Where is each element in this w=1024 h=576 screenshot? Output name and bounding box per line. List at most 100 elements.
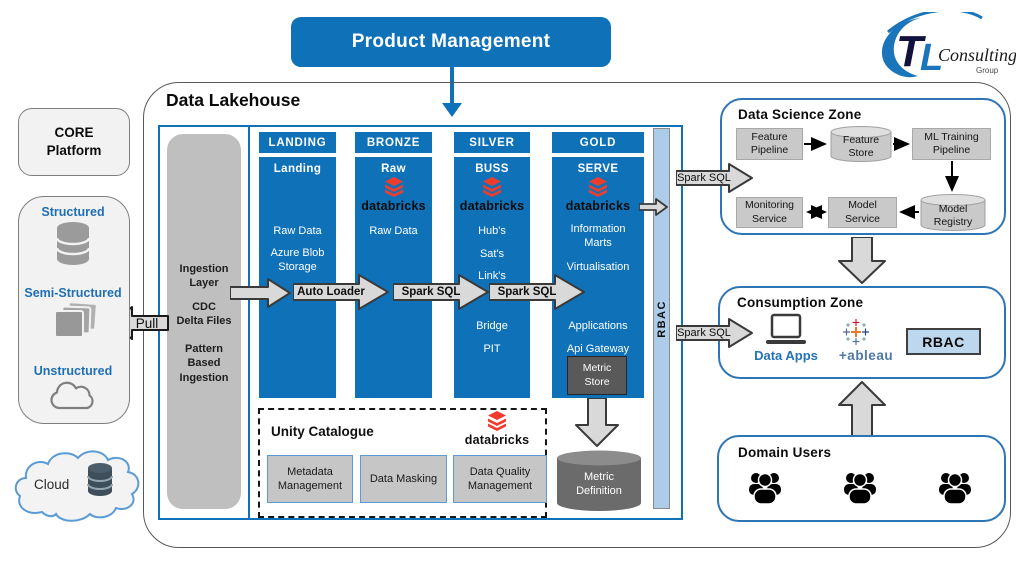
user-group-icon: [746, 467, 784, 514]
tableau-wordmark: +ableau: [838, 348, 894, 363]
cdc-delta-files-label: CDC Delta Files: [176, 301, 232, 328]
rbac-bar-label: RBAC: [655, 299, 668, 338]
banner-arrow-shaft: [450, 67, 454, 104]
bronze-header: BRONZE: [355, 132, 432, 153]
model-registry-label: Model Registry: [933, 203, 973, 229]
data-lakehouse-title: Data Lakehouse: [166, 90, 301, 110]
cylinder-icon: [557, 450, 641, 511]
data-apps-label: Data Apps: [754, 348, 818, 363]
databricks-wordmark: databricks: [565, 199, 631, 213]
ingestion-layer-column: [167, 134, 241, 509]
databricks-icon: [488, 411, 506, 431]
spark-sql-arrow-2: Spark SQL: [489, 272, 587, 312]
svg-text:Consulting: Consulting: [938, 45, 1016, 65]
data-masking-card: Data Masking: [360, 455, 447, 503]
gold-header: GOLD: [552, 132, 644, 153]
unity-catalogue-title: Unity Catalogue: [271, 424, 374, 439]
ingestion-to-landing-arrow: [230, 276, 292, 310]
landing-item-raw-data: Raw Data: [273, 225, 322, 237]
user-group-icon: [936, 467, 974, 514]
feature-store-cylinder: Feature Store: [830, 126, 892, 163]
unstructured-label: Unstructured: [33, 364, 113, 378]
bronze-column: Raw databricks Raw Data: [355, 157, 432, 398]
monitoring-service-node: Monitoring Service: [736, 197, 803, 228]
consumption-rbac-box: RBAC: [906, 328, 981, 355]
users-to-consumption-arrow: [836, 379, 888, 437]
silver-column: BUSS databricks Hub's Sat's Link's Bridg…: [454, 157, 530, 398]
cloud-outline-icon: [46, 379, 100, 418]
databricks-icon: [483, 177, 501, 197]
gold-column: SERVE databricks Information Marts Virtu…: [552, 157, 644, 398]
tl-consulting-logo: T L Consulting Group: [868, 8, 1017, 84]
pattern-ingestion-label: Pattern Based Ingestion: [179, 343, 229, 384]
gold-item-virtualisation: Virtualisation: [566, 261, 630, 273]
metric-store-down-arrow: [574, 398, 620, 448]
landing-column: Landing Raw Data Azure Blob Storage: [259, 157, 336, 398]
svg-text:T: T: [896, 27, 926, 76]
spark-sql-to-consumption-arrow: Spark SQL: [676, 316, 754, 350]
metric-store-box: Metric Store: [567, 356, 627, 395]
banner-label: Product Management: [351, 31, 551, 52]
gold-to-rbac-arrow: [639, 197, 669, 217]
spark-sql-to-ds-arrow: Spark SQL: [676, 161, 754, 195]
domain-users-title: Domain Users: [738, 445, 832, 460]
auto-loader-arrow: Auto Loader: [293, 272, 391, 312]
silver-item-pit: PIT: [483, 343, 501, 355]
database-icon: [54, 221, 92, 272]
metadata-management-card: Metadata Management: [267, 455, 353, 503]
svg-text:Group: Group: [976, 66, 999, 75]
ingestion-layer-label: Ingestion Layer: [179, 263, 229, 290]
banner-arrow-head: [442, 103, 462, 117]
svg-text:L: L: [920, 37, 943, 79]
data-science-zone: Data Science Zone Feature Pipeline Featu…: [720, 98, 1006, 235]
user-group-icon: [841, 467, 879, 514]
databricks-wordmark: databricks: [464, 433, 530, 447]
feature-store-label: Feature Store: [842, 134, 880, 160]
silver-item-links: Link's: [478, 270, 506, 282]
landing-item-azure-blob: Azure Blob Storage: [270, 247, 325, 273]
model-registry-cylinder: Model Registry: [920, 194, 986, 232]
gold-zone-label: SERVE: [577, 163, 619, 175]
gold-item-information-marts: Information Marts: [570, 223, 626, 249]
spark-sql-arrow-1: Spark SQL: [393, 272, 491, 312]
silver-item-sats: Sat's: [479, 248, 505, 260]
spark-sql-label: Spark SQL: [677, 327, 731, 339]
cloud-database-icon: [86, 462, 114, 503]
pull-label: Pull: [135, 315, 159, 331]
semi-structured-label: Semi-Structured: [24, 286, 122, 300]
cylinder-icon: [830, 126, 892, 162]
databricks-logo: databricks: [454, 177, 530, 213]
cylinder-icon: [920, 194, 986, 231]
gold-item-applications: Applications: [568, 320, 628, 332]
databricks-wordmark: databricks: [459, 199, 525, 213]
gold-item-api-gateway: Api Gateway: [566, 343, 630, 355]
data-quality-management-card: Data Quality Management: [453, 455, 547, 503]
ingestion-columns-divider: [248, 127, 250, 518]
silver-zone-label: BUSS: [475, 163, 509, 175]
databricks-wordmark: databricks: [361, 199, 426, 213]
documents-icon: [50, 301, 100, 348]
landing-header: LANDING: [259, 132, 336, 153]
tableau-icon: [842, 318, 870, 346]
cloud-label: Cloud: [34, 477, 70, 492]
ds-to-consumption-arrow: [837, 237, 887, 285]
feature-pipeline-node: Feature Pipeline: [736, 128, 803, 160]
spark-sql-label: Spark SQL: [497, 286, 557, 298]
databricks-icon: [384, 177, 403, 197]
bronze-zone-label: Raw: [381, 163, 406, 175]
silver-item-bridge: Bridge: [476, 320, 508, 332]
model-service-node: Model Service: [828, 197, 897, 228]
silver-item-hubs: Hub's: [478, 225, 506, 237]
ml-training-pipeline-node: ML Training Pipeline: [912, 128, 991, 160]
databricks-logo: databricks: [552, 177, 644, 213]
core-platform-box: CORE Platform: [18, 108, 130, 176]
auto-loader-label: Auto Loader: [297, 286, 365, 298]
consumption-zone-title: Consumption Zone: [737, 295, 864, 310]
data-science-zone-title: Data Science Zone: [738, 107, 862, 122]
databricks-logo: databricks: [462, 411, 532, 447]
laptop-icon: [764, 313, 808, 347]
metric-definition-cylinder: [556, 449, 642, 513]
rbac-bar: RBAC: [653, 128, 670, 509]
databricks-icon: [589, 177, 607, 197]
